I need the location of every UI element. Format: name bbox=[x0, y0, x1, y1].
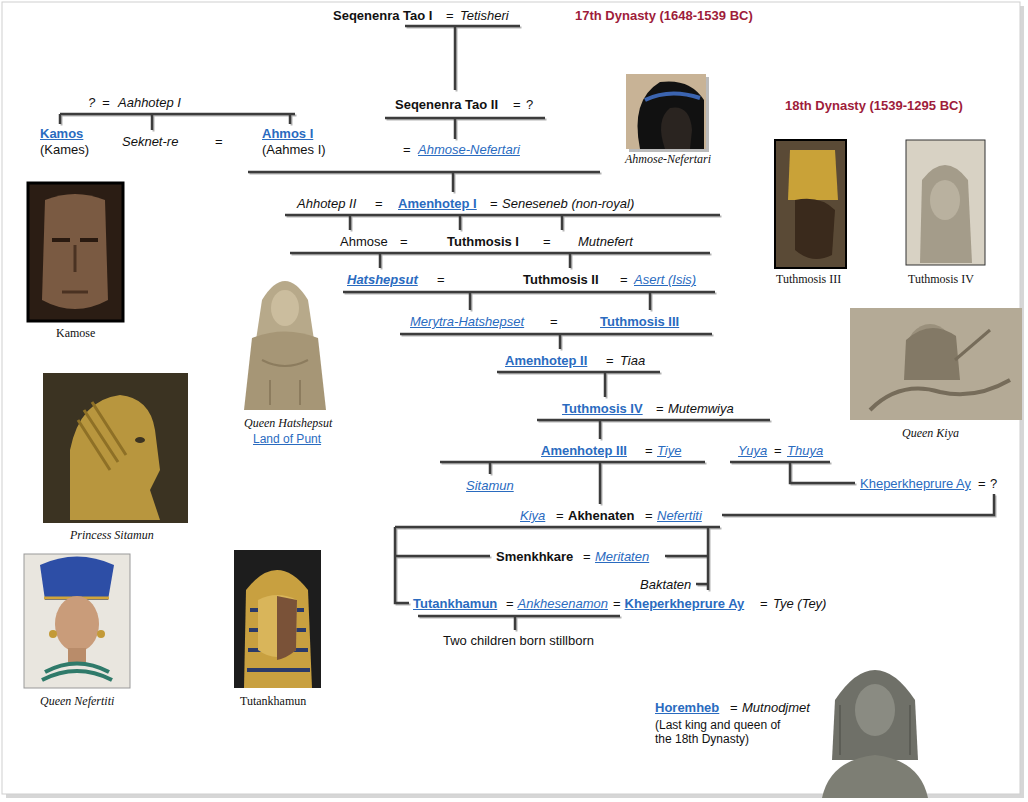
person-name: Ahmose bbox=[340, 234, 388, 249]
ahmose-nefertari-portrait bbox=[626, 74, 709, 152]
person-name: ? bbox=[526, 97, 533, 112]
person-name: Smenkhkare bbox=[496, 549, 573, 564]
tuthmosis-iv-statue bbox=[906, 140, 985, 265]
person-name: Tiaa bbox=[620, 353, 645, 368]
marriage-sign: = bbox=[656, 401, 664, 416]
marriage-sign: = bbox=[215, 134, 223, 149]
person-name: Tuthmosis III bbox=[600, 314, 679, 329]
person-name: Tetisheri bbox=[460, 8, 509, 23]
portrait-caption: Queen Kiya bbox=[902, 426, 959, 441]
dynasty-label: 17th Dynasty (1648-1539 BC) bbox=[575, 8, 753, 23]
nefertiti-bust bbox=[24, 554, 130, 688]
person-name: Sitamun bbox=[466, 478, 514, 493]
portrait-caption: Tutankhamun bbox=[240, 694, 306, 709]
person-name: Hatshepsut bbox=[347, 272, 418, 287]
portrait-caption: Tuthmosis III bbox=[776, 272, 841, 287]
person-name: Horemheb bbox=[655, 700, 719, 715]
note-text: Land of Punt bbox=[253, 432, 321, 447]
person-name: Aahhotep I bbox=[118, 95, 181, 110]
marriage-sign: = bbox=[550, 314, 558, 329]
marriage-sign: = bbox=[400, 234, 408, 249]
person-name: Merytra-Hatshepset bbox=[410, 314, 524, 329]
person-name: Kheperkheprure Ay bbox=[625, 596, 745, 611]
person-name: (Kames) bbox=[40, 142, 89, 157]
marriage-sign: = bbox=[556, 508, 564, 523]
person-name: Ahmos I bbox=[262, 126, 313, 141]
person-name: Akhenaten bbox=[568, 508, 634, 523]
person-name: Kiya bbox=[520, 508, 545, 523]
portrait-caption: Queen Hatshepsut bbox=[244, 416, 332, 431]
person-name: Ankhesenamon bbox=[518, 596, 608, 611]
marriage-sign: = bbox=[543, 234, 551, 249]
portrait-caption: Princess Sitamun bbox=[70, 528, 154, 543]
marriage-sign: = bbox=[513, 97, 521, 112]
person-name: Asert (Isis) bbox=[634, 272, 696, 287]
person-name: Tiye bbox=[657, 443, 681, 458]
person-name: Yuya bbox=[738, 443, 767, 458]
tutankhamun-mask bbox=[234, 550, 321, 688]
person-name: Ahhotep II bbox=[297, 196, 356, 211]
dynasty-label: 18th Dynasty (1539-1295 BC) bbox=[785, 98, 963, 113]
marriage-sign: = bbox=[613, 596, 621, 611]
kiya-relief bbox=[850, 308, 1022, 420]
marriage-sign: = bbox=[583, 549, 591, 564]
marriage-sign: = bbox=[774, 443, 782, 458]
person-name: Meritaten bbox=[595, 549, 649, 564]
person-name: Amenhotep III bbox=[541, 443, 627, 458]
person-name: Seknet-re bbox=[122, 134, 178, 149]
marriage-sign: = bbox=[620, 272, 628, 287]
person-name: Baktaten bbox=[640, 577, 691, 592]
person-name: Tuthmosis I bbox=[447, 234, 519, 249]
person-name: Seqenenra Tao II bbox=[395, 97, 498, 112]
marriage-sign: = bbox=[102, 95, 110, 110]
marriage-sign: = bbox=[490, 196, 498, 211]
person-name: Kamos bbox=[40, 126, 83, 141]
kamose-portrait bbox=[28, 183, 123, 321]
person-name: Mutemwiya bbox=[668, 401, 734, 416]
person-name: Tuthmosis II bbox=[523, 272, 599, 287]
person-name: Tuthmosis IV bbox=[562, 401, 643, 416]
person-name: ? bbox=[88, 95, 95, 110]
person-name: Amenhotep I bbox=[398, 196, 477, 211]
sitamun-relief bbox=[43, 373, 188, 523]
person-name: Seneseneb (non-royal) bbox=[502, 196, 634, 211]
marriage-sign: = bbox=[760, 596, 768, 611]
person-name: Mutnodjmet bbox=[742, 700, 810, 715]
person-name: Tye (Tey) bbox=[773, 596, 826, 611]
person-name: (Aahmes I) bbox=[262, 142, 326, 157]
marriage-sign: = bbox=[446, 8, 454, 23]
horemheb-statue bbox=[822, 670, 928, 798]
marriage-sign: = bbox=[437, 272, 445, 287]
person-name: Mutnefert bbox=[578, 234, 633, 249]
person-name: Thuya bbox=[787, 443, 823, 458]
person-name: Tutankhamun bbox=[413, 596, 497, 611]
portrait-caption: Tuthmosis IV bbox=[908, 272, 974, 287]
person-name: ? bbox=[990, 476, 997, 491]
hatshepsut-statue bbox=[244, 281, 326, 410]
person-name: Amenhotep II bbox=[505, 353, 587, 368]
person-name: Two children born stillborn bbox=[443, 633, 594, 648]
portrait-caption: Queen Nefertiti bbox=[40, 694, 114, 709]
portrait-caption: Ahmose-Nefertari bbox=[625, 152, 711, 167]
marriage-sign: = bbox=[730, 700, 738, 715]
person-name: Ahmose-Nefertari bbox=[418, 142, 520, 157]
portrait-caption: Kamose bbox=[56, 326, 95, 341]
tuthmosis-iii-relief bbox=[775, 140, 846, 268]
marriage-sign: = bbox=[645, 508, 653, 523]
marriage-sign: = bbox=[375, 196, 383, 211]
person-name: Seqenenra Tao I bbox=[333, 8, 432, 23]
marriage-sign: = bbox=[506, 596, 514, 611]
person-name: Kheperkheprure Ay bbox=[860, 476, 971, 491]
note-text: (Last king and queen of the 18th Dynasty… bbox=[655, 718, 785, 746]
marriage-sign: = bbox=[978, 476, 986, 491]
person-name: Nefertiti bbox=[657, 508, 702, 523]
marriage-sign: = bbox=[645, 443, 653, 458]
marriage-sign: = bbox=[403, 142, 411, 157]
marriage-sign: = bbox=[606, 353, 614, 368]
